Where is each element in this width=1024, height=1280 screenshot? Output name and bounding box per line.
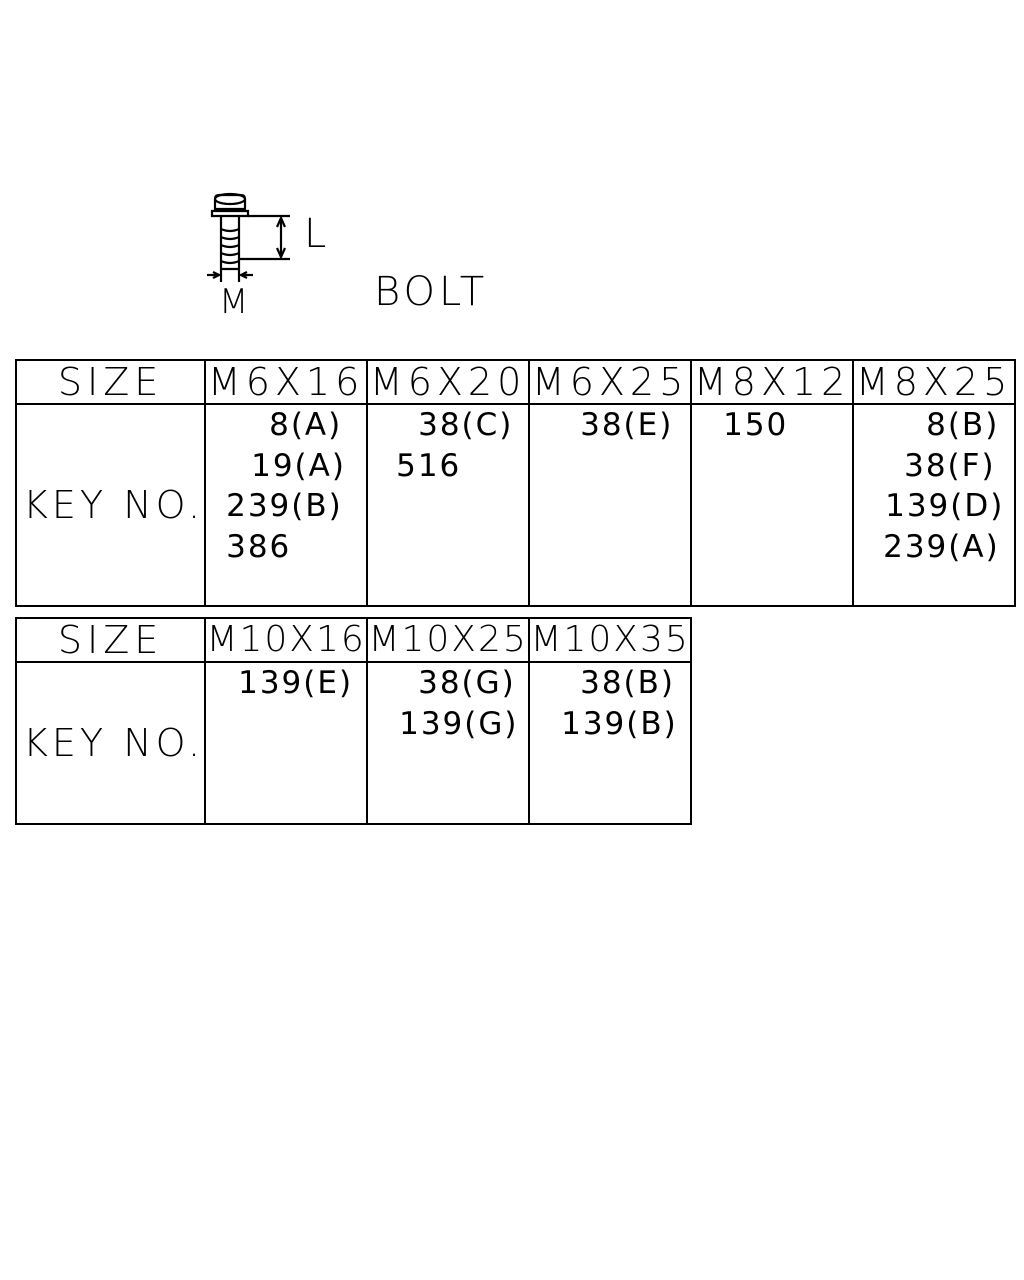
bolt-size-table-2: SIZE M10X16 M10X25 M10X35 KEY NO. 139(E)… [14, 617, 693, 825]
size-header: M10X35 [528, 617, 693, 663]
key-number: 150 [723, 407, 789, 443]
size-header: M6X25 [528, 359, 693, 405]
diameter-label: M [219, 282, 249, 322]
key-number: 19(A) [251, 447, 346, 484]
key-cell: 150 [690, 403, 855, 607]
key-cell: 38(B) 139(B) [528, 661, 693, 825]
key-number: 139(B) [561, 705, 678, 742]
key-number: 8(A) [269, 407, 343, 443]
key-row: KEY NO. 139(E) 38(G) 139(G) 38(B) 139(B) [14, 661, 693, 825]
key-number: 139(E) [238, 665, 354, 701]
bolt-size-table-1: SIZE M6X16 M6X20 M6X25 M8X12 M8X25 KEY N… [14, 359, 1017, 607]
size-header: M10X16 [204, 617, 369, 663]
key-no-label: KEY NO. [14, 403, 207, 607]
key-no-label: KEY NO. [14, 661, 207, 825]
key-cell: 8(A) 19(A) 239(B) 386 [204, 403, 369, 607]
bolt-flange [210, 209, 250, 218]
key-number: 239(A) [883, 528, 1000, 565]
key-number: 38(B) [580, 665, 676, 701]
size-header: M8X12 [690, 359, 855, 405]
key-number: 38(G) [418, 665, 516, 701]
size-label: SIZE [14, 359, 207, 405]
part-title: BOLT [374, 269, 489, 315]
key-number: 139(D) [885, 488, 1005, 524]
size-header: M6X20 [366, 359, 531, 405]
size-header: M8X25 [852, 359, 1017, 405]
size-row: SIZE M6X16 M6X20 M6X25 M8X12 M8X25 [14, 359, 1017, 405]
key-row: KEY NO. 8(A) 19(A) 239(B) 386 38(C) 516 … [14, 403, 1017, 607]
key-cell: 8(B) 38(F) 139(D) 239(A) [852, 403, 1017, 607]
key-number: 38(F) [904, 447, 996, 484]
size-row: SIZE M10X16 M10X25 M10X35 [14, 617, 693, 663]
key-cell: 38(G) 139(G) [366, 661, 531, 825]
bolt-diagram [207, 192, 290, 282]
key-cell: 38(C) 516 [366, 403, 531, 607]
key-number: 139(G) [399, 705, 519, 742]
size-label: SIZE [14, 617, 207, 663]
size-header: M10X25 [366, 617, 531, 663]
length-label: L [304, 211, 327, 257]
key-number: 8(B) [926, 407, 1000, 443]
key-cell: 38(E) [528, 403, 693, 607]
bolt-head-top [213, 192, 247, 206]
key-number: 386 [226, 528, 292, 565]
size-header: M6X16 [204, 359, 369, 405]
key-number: 239(B) [226, 488, 343, 524]
key-cell: 139(E) [204, 661, 369, 825]
key-number: 38(C) [418, 407, 514, 443]
key-number: 516 [396, 447, 462, 484]
key-number: 38(E) [580, 407, 674, 443]
bolt-thread [220, 227, 240, 265]
